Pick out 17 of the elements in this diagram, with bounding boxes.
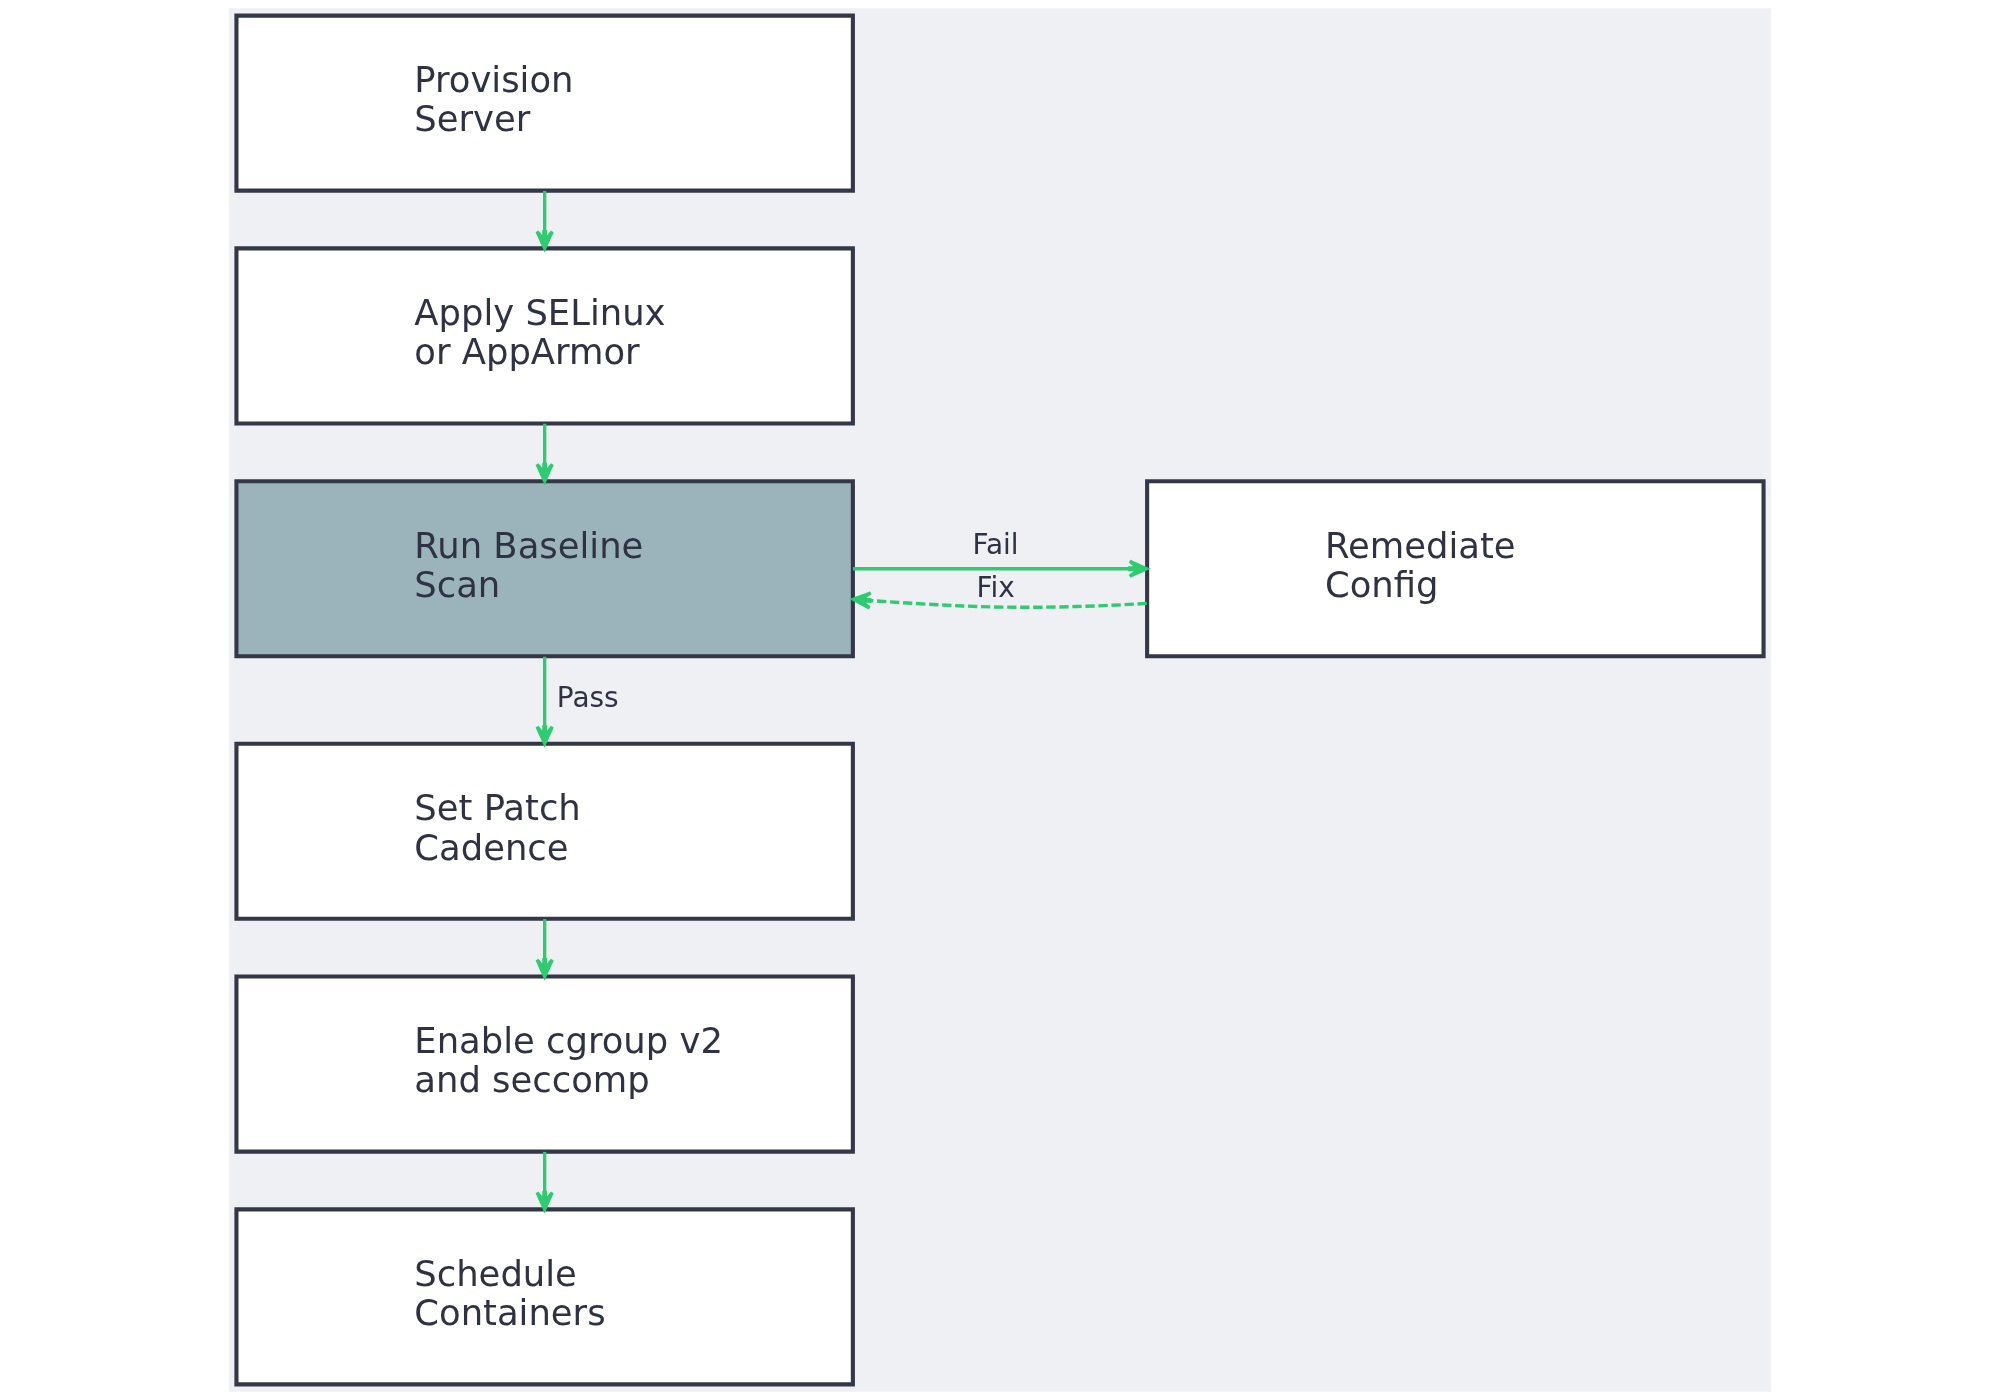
arrow [535, 190, 554, 251]
arrow [535, 656, 554, 746]
arrow [852, 559, 1149, 578]
edge-label: Fail [972, 527, 1019, 561]
arrow [851, 591, 1147, 610]
edge-label: Fix [976, 570, 1015, 604]
arrow [535, 423, 554, 483]
edge-label: Pass [556, 680, 619, 714]
node-box: Apply SELinux or AppArmor [234, 246, 855, 426]
node-box: Set Patch Cadence [234, 741, 855, 921]
arrow [535, 1151, 554, 1211]
node-box: Schedule Containers [234, 1207, 855, 1387]
node-box: Provision Server [234, 13, 855, 193]
arrow [535, 919, 554, 979]
node-box: Run Baseline Scan [234, 479, 855, 659]
node-box: Enable cgroup v2 and seccomp [234, 974, 855, 1154]
node-box: Remediate Config [1145, 479, 1766, 659]
